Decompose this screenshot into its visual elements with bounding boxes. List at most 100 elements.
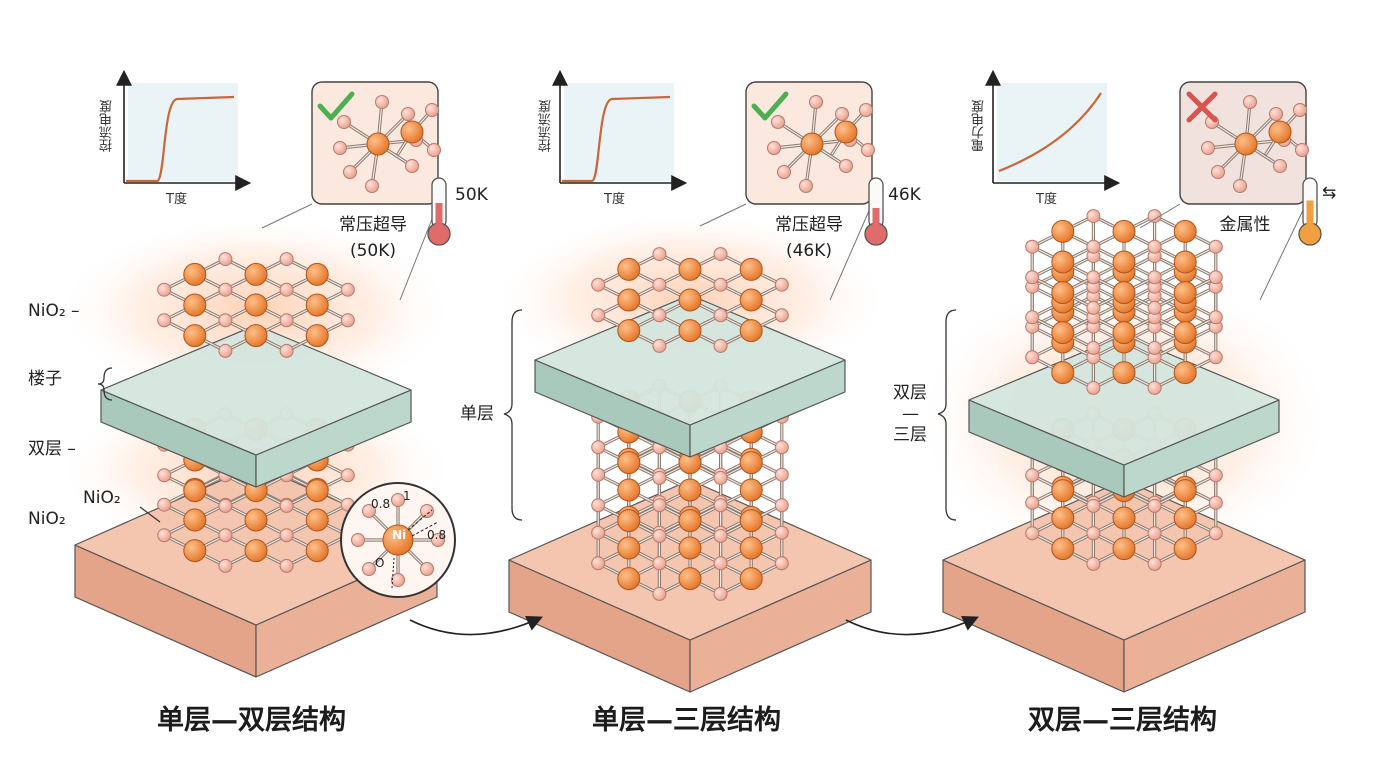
panel1-top-layer-o-atom	[340, 282, 355, 297]
status-2-mol-o-atom	[835, 107, 849, 121]
panel2-top-layer-o-atom	[652, 308, 667, 323]
panel3-upper-cage-level-1-ni-atom	[1051, 321, 1075, 345]
thermometer-icon-3-fill	[1306, 200, 1314, 232]
panel3-upper-cage-level-0-ni-atom	[1112, 250, 1136, 274]
panel2-top-layer-ni-atom	[617, 288, 641, 312]
panel2-top-layer-o-atom	[652, 338, 667, 353]
plot-3-xlabel: T度	[1036, 192, 1057, 207]
panel2-cage-level-1-ni-atom	[617, 478, 641, 502]
panel3-upper-cage-level-1-o-atom	[1025, 310, 1040, 325]
panel3-upper-cage-level-0-o-atom	[1147, 300, 1162, 315]
magnifier-dimension	[407, 509, 433, 531]
magnifier-o-atom	[362, 504, 376, 518]
panel1-top-layer-ni-atom	[244, 324, 268, 348]
panel2-cage-level-0-ni-atom	[617, 451, 641, 475]
panel2-top-layer-ni-atom	[739, 288, 763, 312]
panel3-upper-cage-level-2-o-atom	[1025, 350, 1040, 365]
status-1-mol-o-atom	[405, 159, 419, 173]
panel2-cage-level-1-o-atom	[774, 467, 789, 482]
status-1-mol-o-atom	[337, 115, 351, 129]
panel1-top-layer-o-atom	[218, 282, 233, 297]
status-2-mol-o-atom	[839, 159, 853, 173]
magnifier-o-atom	[431, 533, 445, 547]
panel1-top-layer-o-atom	[218, 343, 233, 358]
panel1-bilayer-o-atom	[340, 468, 355, 483]
panel2-top-layer-o-atom	[591, 277, 606, 292]
panel2-cage-level-1-o-atom	[591, 498, 606, 513]
label-bilayer-2: 双层	[893, 383, 927, 403]
panel3-upper-cage-level-0-o-atom	[1025, 270, 1040, 285]
panel3-lower-cage-level-1-ni-atom	[1173, 506, 1197, 530]
check-icon	[751, 91, 789, 121]
panel1-top-layer-o-atom	[279, 282, 294, 297]
panel2-cage-level-2-o-atom	[591, 556, 606, 571]
status-2-mol-o-atom	[771, 115, 785, 129]
panel1-bottom-level-0-ni-atom	[183, 508, 207, 532]
bilayer-trilayer-bracket	[937, 309, 957, 521]
panel2-cage-level-2-o-atom	[652, 586, 667, 601]
label-spacer: 楼子	[28, 369, 62, 389]
panel1-bilayer-ni-atom	[183, 479, 207, 503]
panel3-lower-cage-level-1-ni-atom	[1051, 537, 1075, 561]
panel1-bilayer-o-atom	[218, 498, 233, 513]
magnifier-value-right: 0.8	[427, 528, 447, 542]
panel3-lower-cage-level-1-o-atom	[1086, 526, 1101, 541]
panel2-cage-level-1-ni-atom	[739, 509, 763, 533]
magnifier-o-atom	[351, 533, 365, 547]
panel2-top-layer-o-atom	[652, 247, 667, 262]
panel3-lower-cage-level-1-ni-atom	[1051, 506, 1075, 530]
panel-1-title: 单层—双层结构	[157, 705, 346, 736]
status-1-mol-o-atom	[425, 103, 439, 117]
magnifier-value-top: 1	[403, 489, 411, 503]
panel3-lower-cage-level-1-ni-atom	[1112, 537, 1136, 561]
monolayer-bracket	[503, 309, 523, 521]
status-3-mol-o-atom	[1273, 159, 1287, 173]
panel2-top-layer-ni-atom	[739, 257, 763, 281]
panel3-upper-cage-level-1-o-atom	[1086, 340, 1101, 355]
panel2-top-layer-ni-atom	[678, 288, 702, 312]
panel3-upper-cage-level-2-o-atom	[1147, 380, 1162, 395]
panel1-top-layer-o-atom	[157, 282, 172, 297]
panel2-cage-level-0-ni-atom	[739, 451, 763, 475]
spacer-slab-2-top-face	[534, 294, 846, 426]
panel3-upper-cage-level-1-o-atom	[1147, 340, 1162, 355]
panel1-bilayer-o-atom	[157, 468, 172, 483]
panel3-upper-cage-level-0-ni-atom	[1112, 219, 1136, 243]
magnifier-value-left: 0.8	[371, 497, 391, 511]
status-3-mol-ni-atom	[1268, 120, 1292, 144]
panel2-cage-level-1-o-atom	[713, 528, 728, 543]
spacer-slab-3-top-face	[968, 334, 1280, 466]
status-3-mol-o-atom	[1243, 95, 1257, 109]
panel2-cage-level-1-o-atom	[652, 528, 667, 543]
panel1-bottom-level-0-ni-atom	[183, 539, 207, 563]
label-bilayer: 双层 –	[28, 439, 76, 459]
panel1-bottom-level-0-o-atom	[218, 528, 233, 543]
panel3-lower-cage-level-0-o-atom	[1147, 498, 1162, 513]
exchange-arrow-icon: ⇆	[1322, 183, 1337, 203]
status-1-mol-ni-atom	[400, 120, 424, 144]
label-nio2-top: NiO₂ –	[28, 301, 80, 321]
panel3-upper-cage-level-0-ni-atom	[1051, 250, 1075, 274]
plot-1-ylabel: 控流电度	[100, 100, 115, 152]
panel1-top-layer-o-atom	[279, 252, 294, 267]
panel3-upper-cage-level-0-o-atom	[1086, 300, 1101, 315]
panel3-lower-cage-level-0-o-atom	[1086, 498, 1101, 513]
magnifier-o-atom	[391, 493, 405, 507]
panel3-lower-cage-level-1-o-atom	[1208, 495, 1223, 510]
panel-2-title: 单层—三层结构	[592, 705, 781, 736]
magnifier-center-atom: Ni	[392, 528, 407, 542]
magnifier-o-atom	[362, 562, 376, 576]
panel3-upper-cage-level-2-ni-atom	[1051, 361, 1075, 385]
status-1-mol-ni-atom	[366, 132, 390, 156]
panel1-top-layer-ni-atom	[244, 293, 268, 317]
status-2-line1: 常压超导	[775, 215, 843, 235]
magnifier-ni-atom	[382, 524, 414, 556]
transition-arrow-2	[845, 616, 979, 636]
panel3-upper-cage-level-0-o-atom	[1208, 270, 1223, 285]
panel2-cage-level-2-ni-atom	[678, 536, 702, 560]
status-1-mol-o-atom	[333, 141, 347, 155]
panel3-upper-cage-level-0-o-atom	[1208, 239, 1223, 254]
panel1-bottom-level-0-o-atom	[279, 558, 294, 573]
plot-1-xlabel: T度	[166, 192, 187, 207]
panel1-top-layer-ni-atom	[305, 324, 329, 348]
